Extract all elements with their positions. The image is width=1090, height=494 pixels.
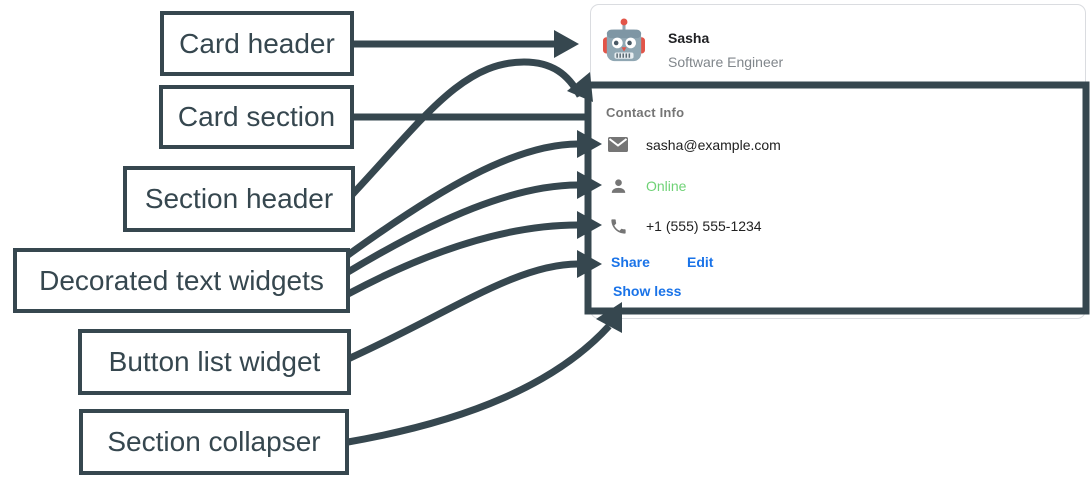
label-section-collapser-text: Section collapser	[107, 426, 321, 457]
show-less-button[interactable]: Show less	[613, 283, 682, 299]
edit-button[interactable]: Edit	[687, 254, 714, 270]
phone-text: +1 (555) 555-1234	[646, 218, 762, 234]
arrow-phone-row	[346, 221, 579, 298]
contact-card: Sasha Software Engineer Contact Info sas…	[590, 4, 1086, 319]
arrow-status-row	[346, 181, 579, 276]
status-text: Online	[646, 178, 687, 194]
label-section-header: Section header	[123, 166, 355, 232]
arrow-button-list	[346, 260, 579, 363]
label-decorated-text-widgets: Decorated text widgets	[13, 248, 350, 313]
decorated-text-status: Online	[607, 174, 686, 198]
arrow-section-collapser	[347, 323, 612, 446]
label-card-section-text: Card section	[177, 101, 336, 132]
label-section-collapser: Section collapser	[79, 409, 349, 475]
phone-icon	[607, 215, 629, 237]
decorated-text-phone: +1 (555) 555-1234	[607, 214, 762, 238]
arrowhead-card-header	[554, 30, 579, 58]
robot-avatar-icon	[603, 18, 645, 62]
decorated-text-email: sasha@example.com	[607, 133, 781, 157]
arrow-email-row	[345, 140, 579, 258]
label-card-header-text: Card header	[179, 27, 335, 59]
card-header: Sasha Software Engineer	[591, 5, 1085, 86]
label-decorated-text-widgets-text: Decorated text widgets	[39, 264, 324, 296]
share-button[interactable]: Share	[611, 254, 650, 270]
arrow-section-header	[347, 58, 584, 200]
label-section-header-text: Section header	[144, 183, 334, 214]
label-button-list-widget-text: Button list widget	[108, 346, 321, 377]
email-text: sasha@example.com	[646, 137, 781, 153]
label-card-header: Card header	[160, 11, 354, 76]
card-subtitle: Software Engineer	[668, 54, 784, 70]
card-title: Sasha	[668, 30, 710, 46]
label-card-section: Card section	[159, 85, 354, 149]
button-list: Share Edit	[611, 254, 713, 272]
section-header: Contact Info	[606, 105, 685, 120]
label-button-list-widget: Button list widget	[78, 329, 351, 395]
email-icon	[607, 134, 629, 156]
person-icon	[607, 175, 629, 197]
